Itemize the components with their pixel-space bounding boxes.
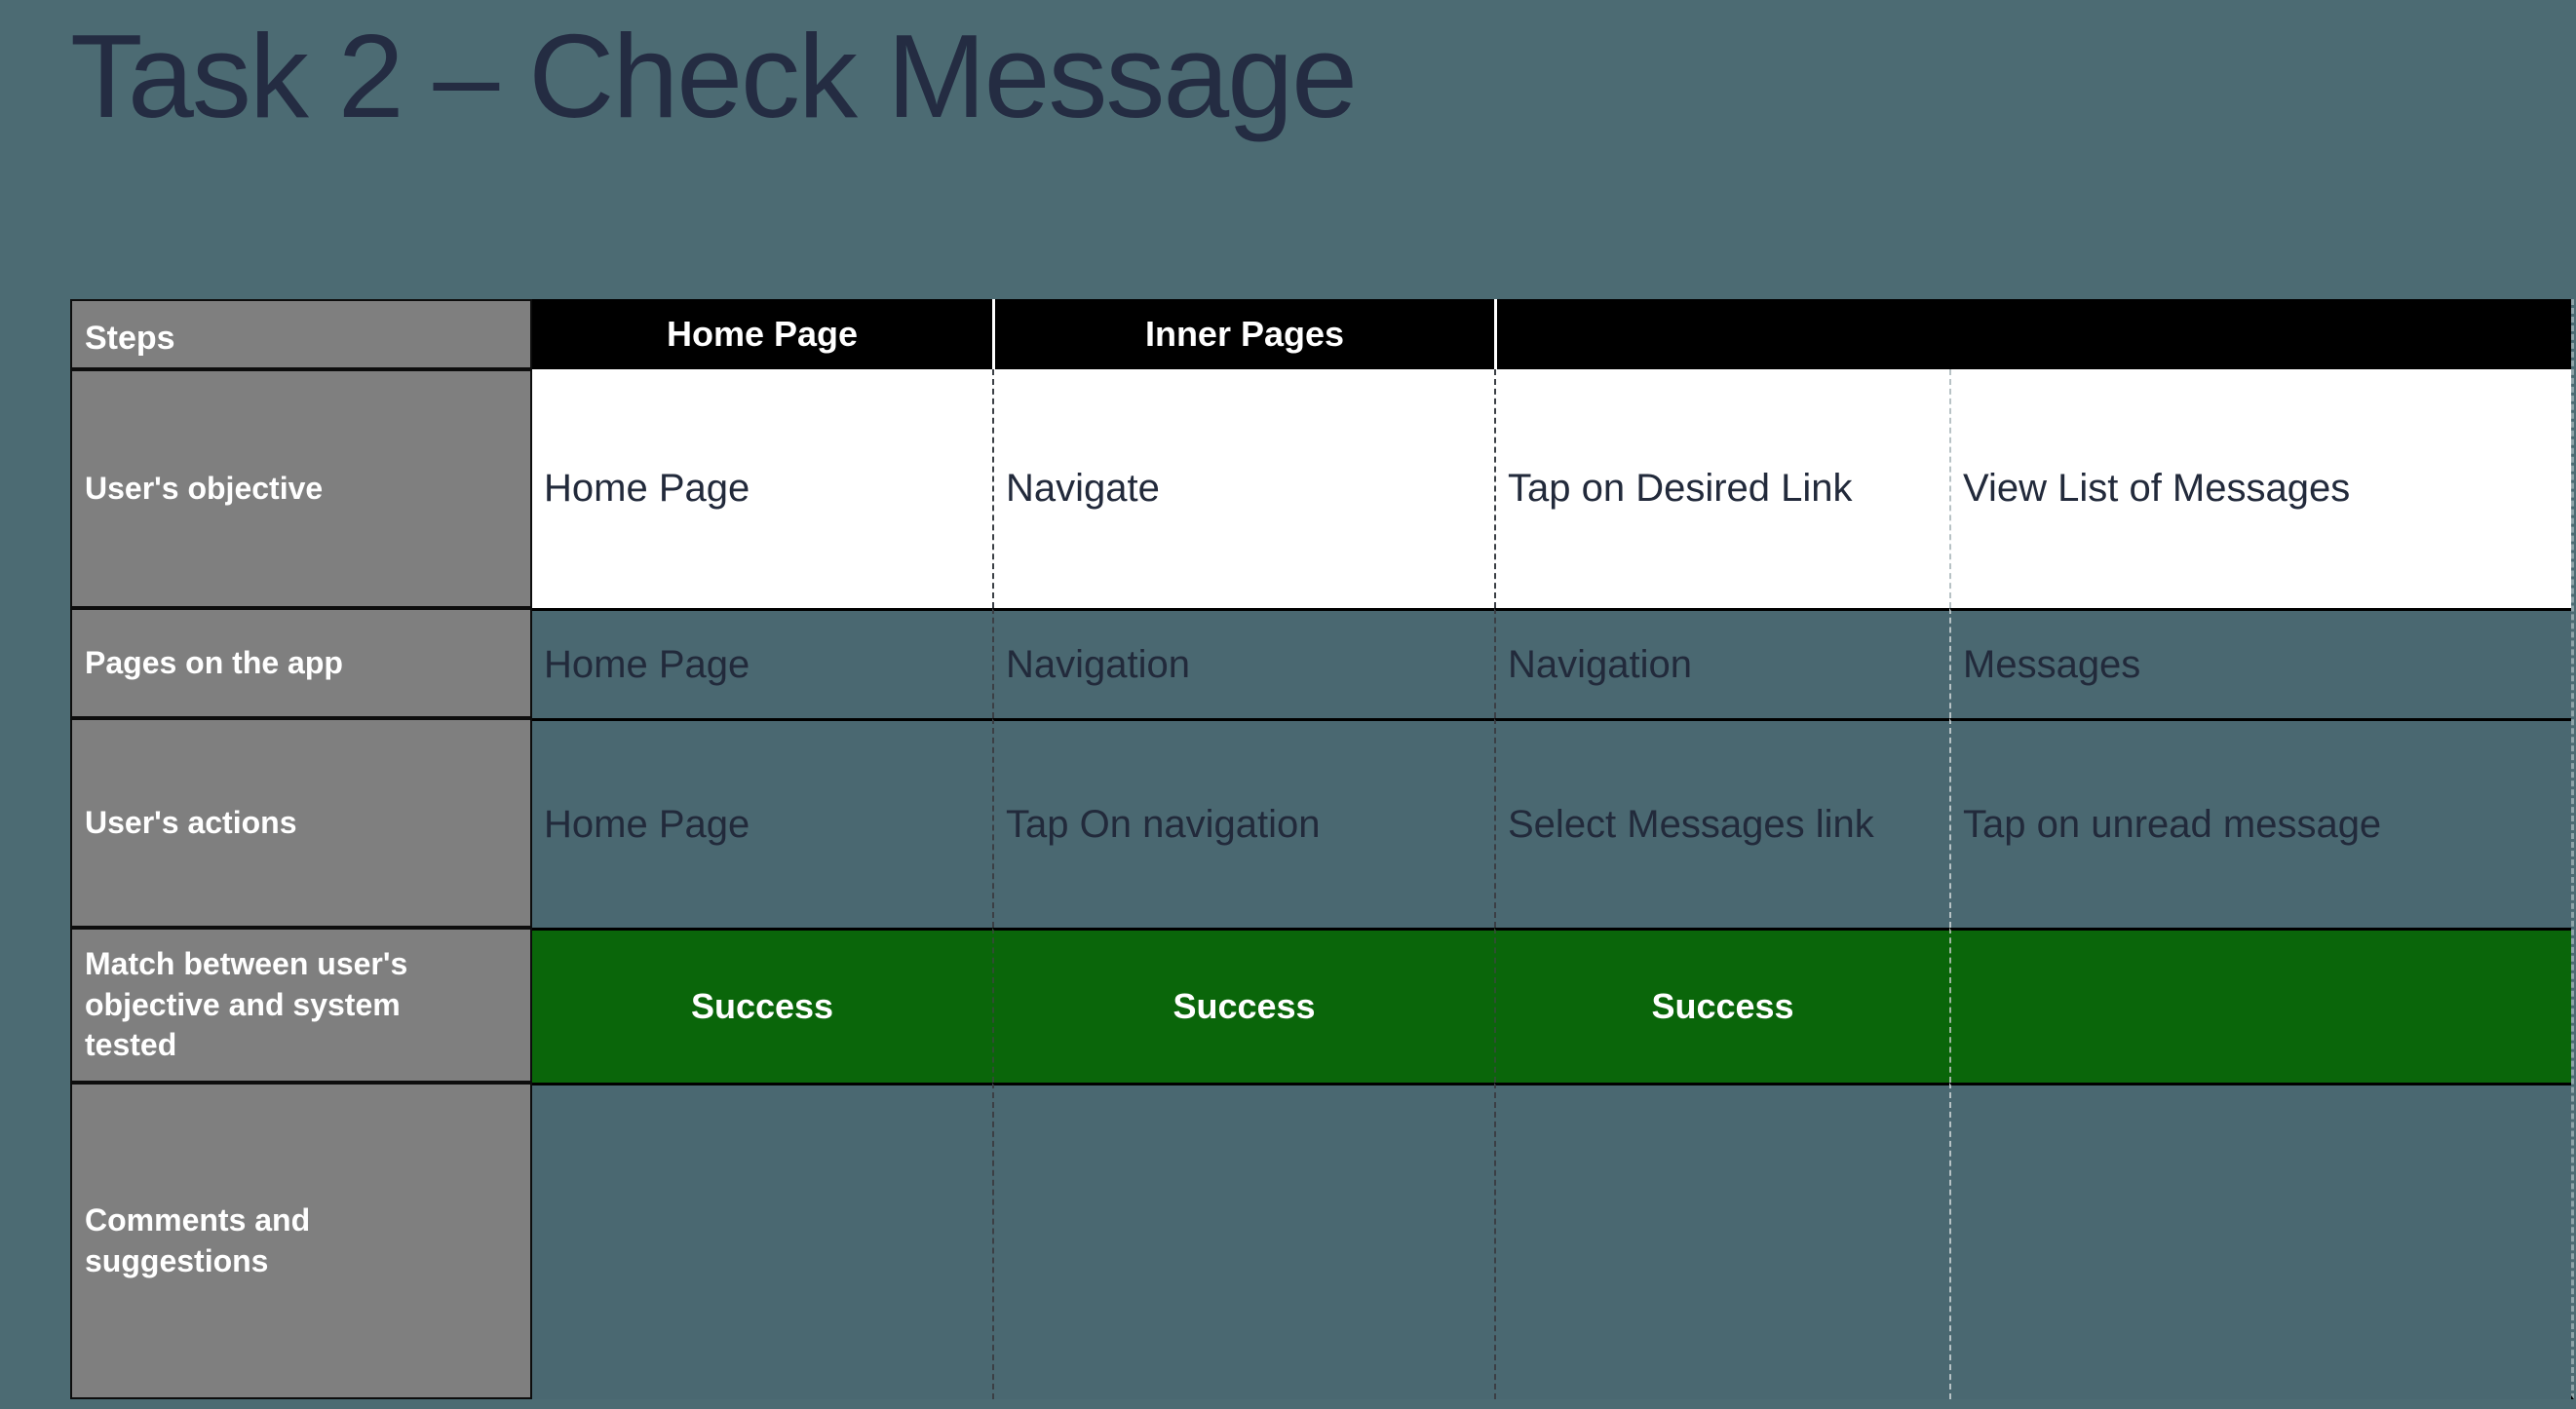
table-cell xyxy=(532,1083,992,1399)
status-cell-success: Success xyxy=(1494,928,1949,1083)
header-cell-home-page: Home Page xyxy=(532,299,992,369)
slide-title: Task 2 – Check Message xyxy=(70,10,1358,142)
table-cell xyxy=(992,1083,1494,1399)
table-cell: Navigate xyxy=(992,369,1494,608)
status-cell-empty xyxy=(1949,928,2571,1083)
table-cell xyxy=(1494,1083,1949,1399)
table-cell: Messages xyxy=(1949,608,2571,718)
table-cell xyxy=(1949,1083,2571,1399)
row-label-comments-suggestions: Comments and suggestions xyxy=(70,1083,532,1399)
row-label-users-actions: User's actions xyxy=(70,718,532,928)
row-label-pages-on-the-app: Pages on the app xyxy=(70,608,532,718)
steps-label: Steps xyxy=(85,319,175,357)
table-cell: Tap on Desired Link xyxy=(1494,369,1949,608)
row-label-users-objective: User's objective xyxy=(70,369,532,608)
row-label-match-objective-system: Match between user's objective and syste… xyxy=(70,928,532,1083)
header-cell-empty xyxy=(1494,299,2571,369)
table-cell: Home Page xyxy=(532,369,992,608)
usability-test-table: Steps Home Page Inner Pages User's objec… xyxy=(70,299,2574,1399)
table-cell: View List of Messages xyxy=(1949,369,2571,608)
table-cell: Home Page xyxy=(532,718,992,928)
status-badge: Success xyxy=(1651,986,1794,1026)
status-cell-success: Success xyxy=(992,928,1494,1083)
table-cell: Select Messages link xyxy=(1494,718,1949,928)
status-cell-success: Success xyxy=(532,928,992,1083)
table-cell: Tap on unread message xyxy=(1949,718,2571,928)
status-badge: Success xyxy=(690,986,834,1026)
header-cell-steps: Steps xyxy=(70,299,532,369)
table-cell: Home Page xyxy=(532,608,992,718)
status-badge: Success xyxy=(1173,986,1316,1026)
header-label: Inner Pages xyxy=(1144,314,1345,354)
table-cell: Navigation xyxy=(1494,608,1949,718)
table-cell: Tap On navigation xyxy=(992,718,1494,928)
header-cell-inner-pages: Inner Pages xyxy=(992,299,1494,369)
header-label: Home Page xyxy=(666,314,859,354)
table-cell: Navigation xyxy=(992,608,1494,718)
